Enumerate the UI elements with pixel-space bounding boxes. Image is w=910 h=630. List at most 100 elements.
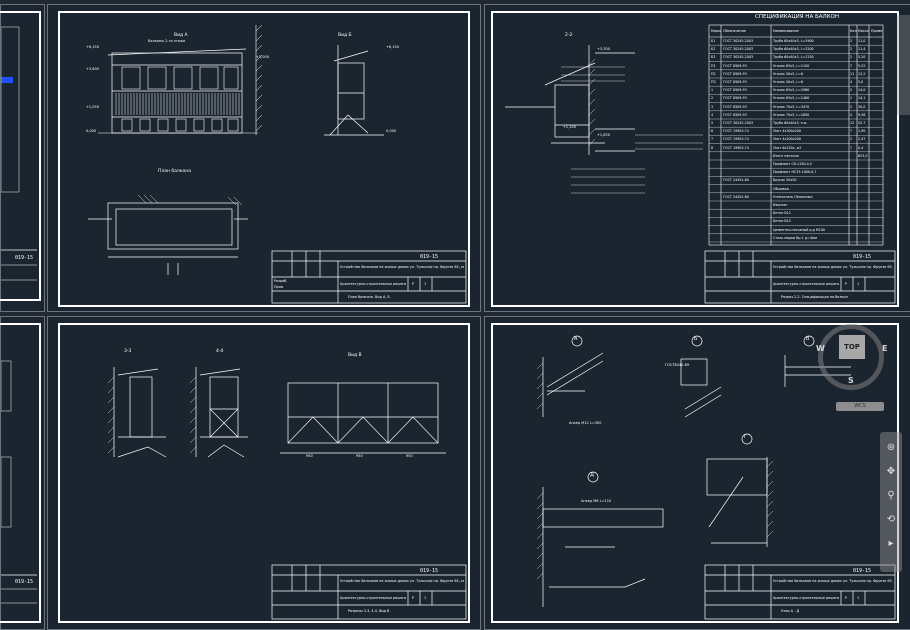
- zoom-icon[interactable]: ⚲: [887, 490, 895, 501]
- viewcube-east[interactable]: E: [882, 344, 888, 353]
- level-label: +3,300: [597, 47, 610, 51]
- showmotion-icon[interactable]: ▸: [888, 538, 894, 549]
- sheet-caption: Разрезы 3-3, 4-4. Вид В: [348, 609, 390, 613]
- project-title: Устройство балконов на жилых домах ул. Т…: [340, 579, 464, 583]
- spec-header-cell: Наименование: [773, 29, 799, 33]
- level-label: +1,100: [563, 125, 576, 129]
- spec-cell: 4: [850, 80, 853, 84]
- level-label: +1,050: [86, 105, 99, 109]
- tb-sheet-no: 1: [857, 282, 860, 286]
- spec-cell: 14,1: [858, 96, 866, 101]
- spec-cell: ГОСТ 30245-2003: [723, 39, 754, 43]
- spec-cell: 2: [850, 39, 853, 43]
- sheet-caption: Разрез 2-2. Спецификация на балкон: [781, 295, 848, 299]
- navigation-bar[interactable]: ⊛ ✥ ⚲ ⟲ ▸: [880, 432, 902, 572]
- level-label: +6,150: [86, 45, 99, 49]
- sheet-sections[interactable]: 3-3 4-4 Вид В 950 950 950 019-15 Устройс…: [47, 316, 481, 630]
- dim-label: 950: [306, 454, 313, 458]
- tb-sheet-no: 1: [424, 596, 427, 600]
- viewcube-compass-ring[interactable]: [818, 324, 884, 390]
- spec-cell: 7: [850, 129, 853, 134]
- level-label: +3,600: [86, 67, 99, 71]
- spec-cell: 1: [711, 88, 714, 93]
- sheet-section-spec[interactable]: 2-2 +3,300 +1,100 +1,850 СПЕЦИФИКАЦИЯ НА…: [484, 4, 910, 312]
- spec-cell: 2: [850, 137, 853, 142]
- spec-cell: Профлист НС35-1000-0,7: [773, 170, 817, 175]
- facades-drawing: [88, 24, 467, 304]
- spec-cell: Б1: [711, 39, 716, 43]
- spec-cell: Б2: [711, 47, 716, 52]
- section-title: Архитектурно-строительные решения: [340, 596, 406, 600]
- spec-cell: ГОСТ 8509-93: [723, 96, 747, 101]
- spec-cell: ГОСТ 8509-93: [723, 71, 747, 76]
- spec-cell: Труба 60х40х3, L=3200: [773, 47, 814, 52]
- spec-cell: 11,4: [858, 47, 866, 52]
- view-v-title: Вид В: [348, 353, 362, 358]
- spec-cell: 7: [850, 145, 853, 150]
- spec-cell: Уголок 70х5, L=3470: [773, 104, 810, 109]
- spec-header-cell: Обозначение: [723, 29, 746, 33]
- viewcube-south[interactable]: S: [848, 376, 854, 385]
- spec-cell: Цементно-песчаный р-р М100: [773, 227, 826, 232]
- node-label-g: Г: [744, 434, 748, 440]
- spec-cell: Лист 4х300х200: [773, 129, 801, 134]
- node-note: Анкер М12 L=300: [569, 421, 602, 425]
- spec-header-cell: Кол.: [850, 29, 857, 33]
- sheet-facades[interactable]: Вид А Вид Б План балкона +6,150 +3,600 +…: [47, 4, 481, 312]
- section-3-3-title: 3-3: [124, 349, 132, 354]
- side-toolbar-strip[interactable]: [897, 15, 910, 115]
- sheet-code: 019-15: [420, 568, 439, 574]
- orbit-icon[interactable]: ⟲: [886, 514, 896, 525]
- tb-sheet-no: 1: [424, 282, 427, 286]
- spec-cell: 12,2: [858, 71, 866, 76]
- spec-cell: Уголок 70х5, L=1650: [773, 112, 810, 117]
- spec-header-cell: Приме- чание: [871, 29, 883, 33]
- wcs-menu-button[interactable]: WCS: [836, 402, 884, 411]
- spec-cell: ГОСТ 8509-93: [723, 63, 747, 68]
- spec-cell: 3: [711, 104, 714, 109]
- viewcube-west[interactable]: W: [816, 344, 825, 353]
- steering-wheel-icon[interactable]: ⊛: [886, 442, 896, 453]
- sheet-caption: План балкона. Вид А, Б.: [348, 295, 391, 299]
- sheet-bottom-left-partial[interactable]: 019-15: [0, 316, 45, 630]
- section-2-2-title: 2-2: [565, 33, 573, 38]
- section-title: Архитектурно-строительные решения: [773, 596, 839, 600]
- level-label: 0,000: [386, 129, 397, 133]
- spec-cell: Труба 60х40х3, L=1250: [773, 55, 814, 60]
- section-4-4-title: 4-4: [216, 349, 224, 354]
- spec-cell: Изоспан: [773, 203, 788, 207]
- pan-icon[interactable]: ✥: [886, 466, 896, 477]
- spec-cell: П3: [711, 80, 716, 84]
- spec-cell: ГОСТ 8509-93: [723, 104, 747, 109]
- spec-cell: Брусок 50х50: [773, 178, 797, 183]
- spec-cell: Профлист С8-1150-0,5: [773, 162, 812, 166]
- sections-drawing: [107, 367, 467, 620]
- spec-cell: 52,7: [858, 121, 866, 125]
- spec-cell: ГОСТ 8509-93: [723, 80, 747, 84]
- section-title: Архитектурно-строительные решения: [340, 282, 406, 286]
- tb-prov: Пров.: [274, 285, 284, 289]
- node-label-a: А: [574, 336, 578, 342]
- spec-cell: Уголок 63х5, L=1460: [773, 96, 810, 101]
- spec-header-cell: Марка поз.: [711, 29, 721, 33]
- sheet-code: 019-15: [853, 568, 872, 574]
- level-label: +6,150: [386, 45, 399, 49]
- spec-cell: Труба 60х40х3, п.м.: [773, 121, 808, 125]
- view-a-title: Вид А: [174, 33, 188, 38]
- spec-cell: 20,0: [858, 104, 866, 109]
- spec-cell: 4: [711, 112, 714, 117]
- spec-cell: 2: [711, 96, 714, 101]
- viewcube[interactable]: TOP W E S WCS: [812, 318, 892, 411]
- spec-cell: Труба 60х40х3, L=2900: [773, 39, 814, 43]
- dim-label: 950: [356, 454, 363, 458]
- sheet-top-left-partial[interactable]: 019-15: [0, 4, 45, 312]
- viewcube-top-face[interactable]: TOP: [839, 335, 865, 359]
- spec-cell: ГОСТ 8509-93: [723, 88, 747, 93]
- level-label: +1,850: [597, 133, 610, 137]
- sheet-code: 019-15: [420, 254, 439, 260]
- spec-cell: 653,0: [858, 153, 868, 158]
- view-b-title: Вид Б: [338, 33, 352, 38]
- spec-cell: ГОСТ 19903-74: [723, 137, 749, 142]
- spec-cell: Уголок 50х5, L=6: [773, 71, 803, 76]
